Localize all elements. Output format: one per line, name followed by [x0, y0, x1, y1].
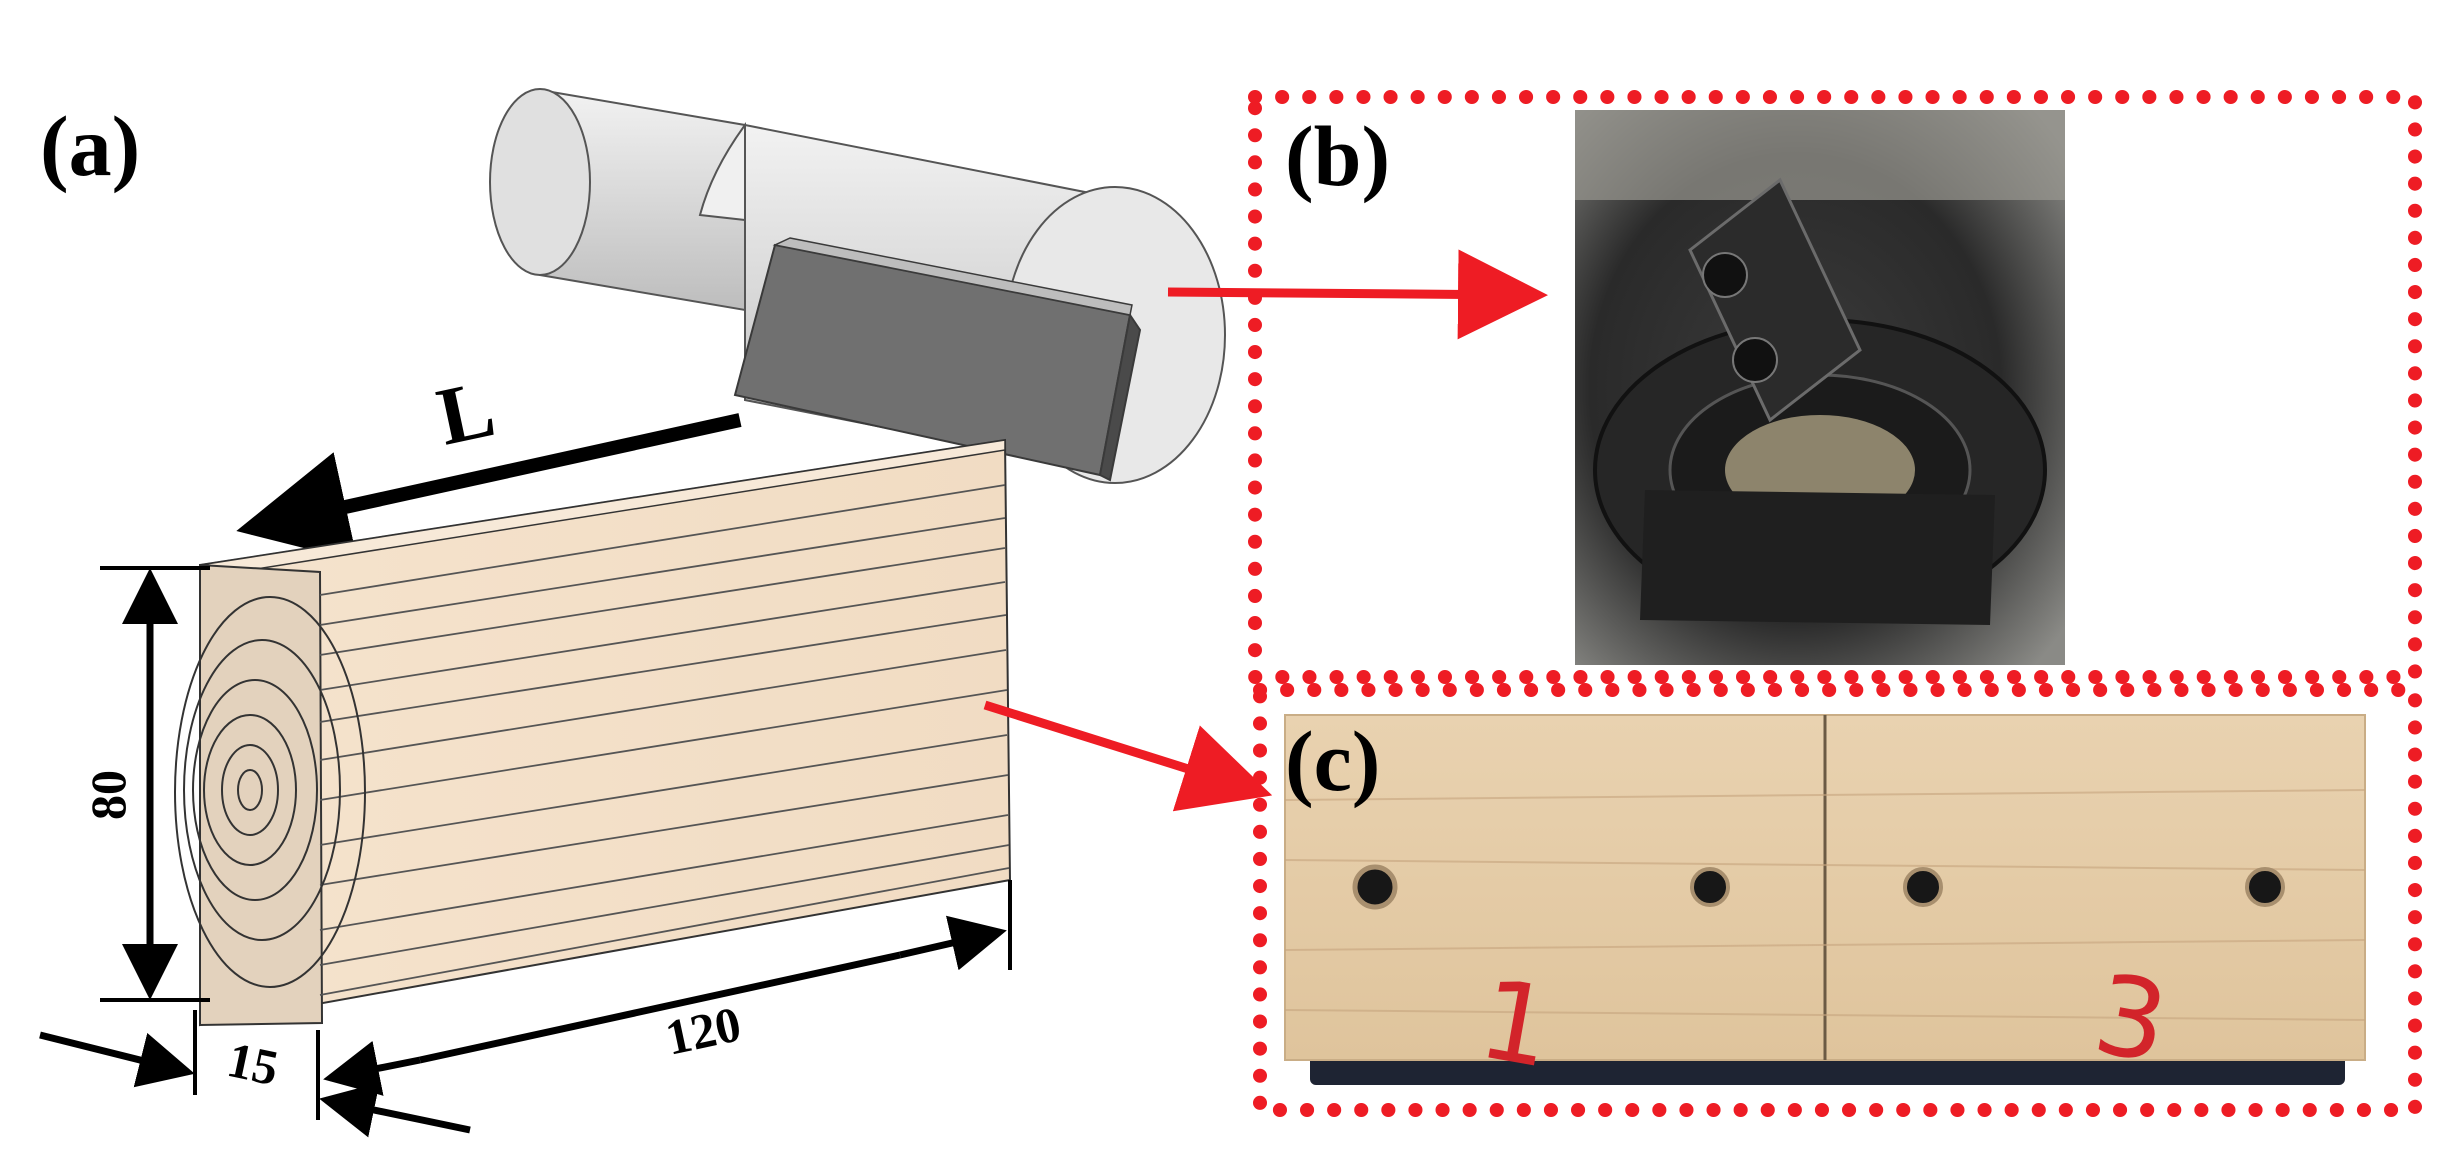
specimen-photo: 1 3 — [1284, 714, 2366, 1093]
feed-length-label: L — [430, 362, 502, 462]
dimension-length: 120 — [323, 880, 1012, 1096]
panel-c-label: (c) — [1285, 713, 1380, 809]
dimension-height: 80 — [80, 566, 210, 1002]
wood-specimen — [174, 438, 1012, 1027]
callout-arrow-to-c — [983, 700, 1273, 812]
dimension-thickness-label: 15 — [223, 1031, 284, 1096]
end-grain-rings — [174, 596, 366, 988]
callout-arrow-to-b — [1167, 249, 1548, 340]
panel-a: (a) L — [39, 88, 1548, 1138]
dimension-thickness: 15 — [39, 1010, 471, 1138]
wood-grain-lines — [319, 484, 1010, 996]
bolt-hole — [1690, 867, 1730, 907]
bolt-hole — [2245, 867, 2285, 907]
bolt-hole — [1903, 867, 1943, 907]
panel-a-label: (a) — [40, 98, 140, 194]
panel-b: (b) — [1248, 90, 2422, 684]
cutting-blade — [733, 237, 1142, 482]
panel-b-label: (b) — [1285, 108, 1390, 204]
cutter-photo — [1575, 110, 2065, 665]
dimension-height-label: 80 — [80, 770, 136, 820]
panel-c: 1 3 (c) — [1253, 683, 2422, 1117]
bolt-hole — [1352, 864, 1398, 910]
